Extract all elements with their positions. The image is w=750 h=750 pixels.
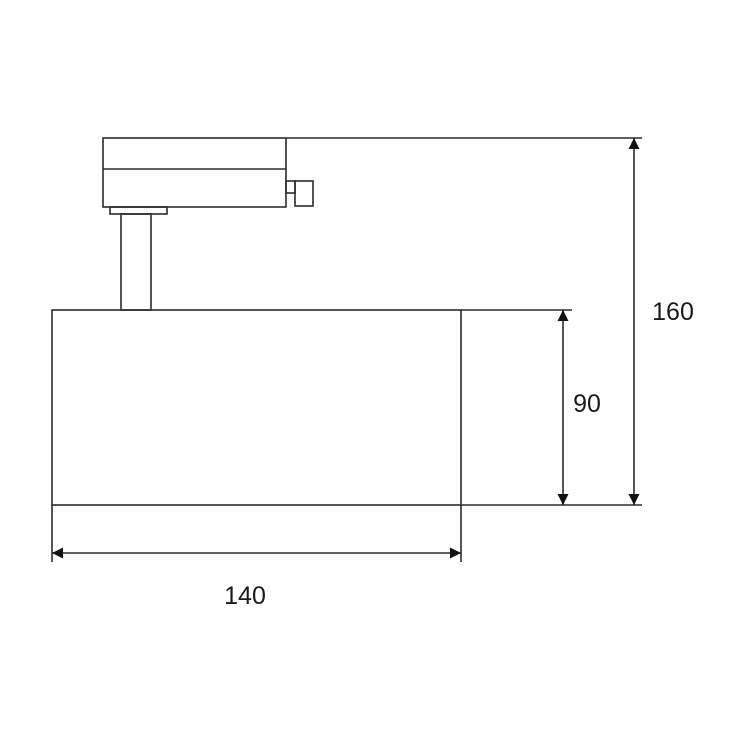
stem xyxy=(120,213,152,311)
adapter-latch-link xyxy=(285,180,296,194)
body-height-label: 90 xyxy=(573,390,601,418)
extension-lines xyxy=(51,137,642,562)
total-height-label: 160 xyxy=(652,298,694,326)
lamp-body xyxy=(51,309,462,506)
adapter-latch xyxy=(294,180,314,207)
width-label: 140 xyxy=(224,582,266,610)
track-adapter xyxy=(102,137,314,215)
adapter-plate xyxy=(109,206,168,215)
